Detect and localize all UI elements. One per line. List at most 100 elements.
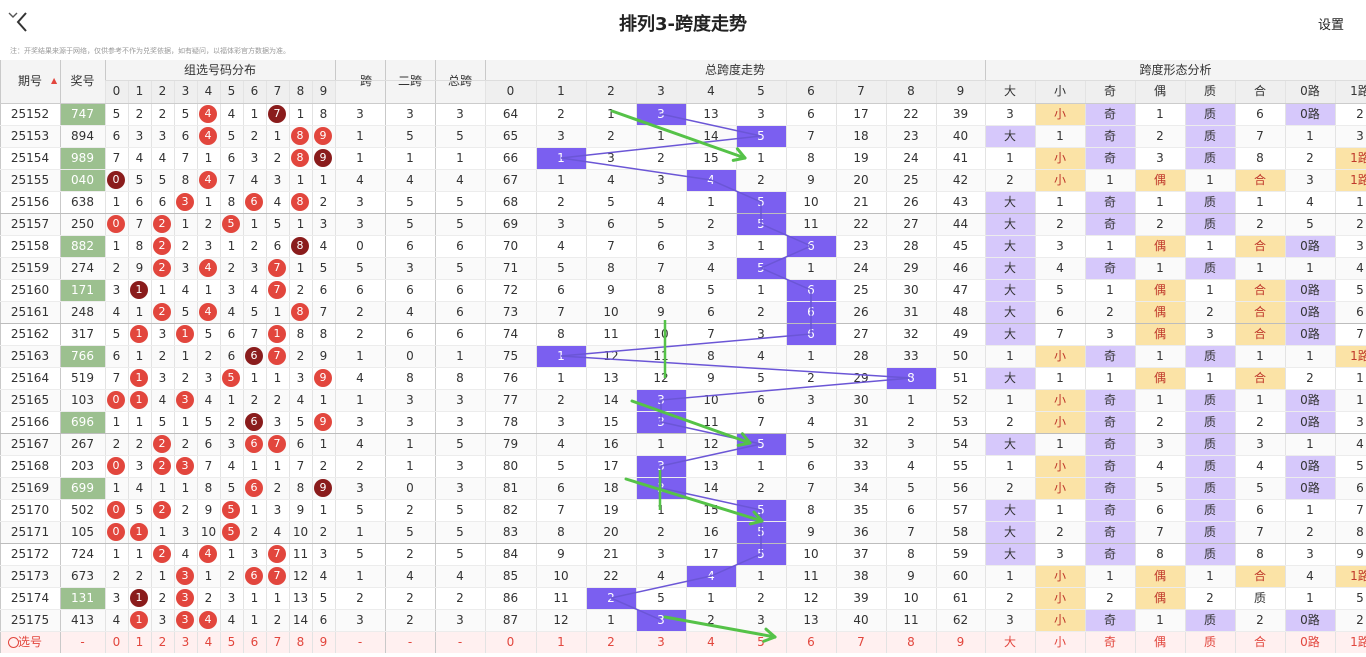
span2-cell: 0 — [406, 349, 414, 363]
shape-cell: 小 — [1035, 587, 1085, 609]
dist-digit-header: 9 — [319, 84, 328, 98]
pick-shape-cell[interactable]: 0路 — [1300, 635, 1320, 649]
issue-cell[interactable]: 25161 — [10, 305, 50, 319]
pick-shape-cell[interactable]: 质 — [1203, 635, 1216, 649]
issue-cell[interactable]: 25173 — [10, 569, 50, 583]
trend-cell: 13 — [703, 107, 719, 121]
shape-cell: 6 — [1156, 503, 1164, 517]
trend-cell: 44 — [952, 217, 969, 231]
total-span-cell: 5 — [456, 217, 464, 231]
trend-cell: 3 — [607, 151, 615, 165]
shape-analysis-header: 跨度形态分析 — [1139, 63, 1212, 77]
trend-cell: 40 — [952, 129, 969, 143]
pick-dist-digit[interactable]: 4 — [204, 635, 213, 649]
issue-cell[interactable]: 25166 — [10, 415, 50, 429]
issue-cell[interactable]: 25165 — [10, 393, 50, 407]
trend-cell: 55 — [952, 459, 969, 473]
pick-trend-digit[interactable]: 3 — [657, 635, 665, 649]
pick-shape-cell[interactable]: 1路 — [1350, 635, 1366, 649]
pick-trend-digit[interactable]: 2 — [607, 635, 615, 649]
pick-dist-digit[interactable]: 1 — [135, 635, 144, 649]
shape-cell: 5 — [1306, 217, 1314, 231]
shape-cell: 0路 — [1285, 455, 1335, 477]
pick-dist-digit[interactable]: 2 — [158, 635, 167, 649]
pick-shape-cell[interactable]: 偶 — [1153, 635, 1166, 649]
issue-cell[interactable]: 25174 — [10, 591, 50, 605]
pick-prize-cell: - — [80, 635, 85, 649]
issue-cell[interactable]: 25160 — [10, 283, 50, 297]
total-span-cell: 3 — [456, 481, 464, 495]
pick-trend-digit[interactable]: 7 — [857, 635, 865, 649]
dist-miss-cell: 1 — [112, 239, 121, 253]
span1-cell: 1 — [356, 151, 364, 165]
total-span-cell: 1 — [456, 349, 464, 363]
pick-trend-digit[interactable]: 9 — [956, 635, 965, 649]
pick-trend-digit[interactable]: 4 — [707, 635, 715, 649]
pick-dist-digit[interactable]: 7 — [273, 635, 282, 649]
pick-trend-digit[interactable]: 5 — [757, 635, 765, 649]
pick-shape-cell[interactable]: 小 — [1053, 635, 1066, 649]
issue-cell[interactable]: 25156 — [10, 195, 50, 209]
page-title-text: 排列3-跨度走势 — [619, 14, 747, 35]
back-arrow-icon[interactable] — [10, 8, 34, 36]
trend-cell: 3 — [557, 217, 565, 231]
pick-trend-digit[interactable]: 1 — [557, 635, 565, 649]
trend-cell: 1 — [757, 283, 765, 297]
shape-cell: 偶 — [1135, 323, 1185, 345]
trend-cell: 1 — [757, 459, 765, 473]
settings-button[interactable]: 设置 — [1317, 18, 1344, 33]
trend-cell: 1 — [907, 393, 915, 407]
pick-trend-digit[interactable]: 0 — [506, 635, 515, 649]
page-title[interactable]: 排列3-跨度走势 — [0, 10, 1366, 36]
pick-trend-digit[interactable]: 8 — [907, 635, 915, 649]
issue-cell[interactable]: 25164 — [10, 371, 50, 385]
trend-cell: 8 — [557, 525, 565, 539]
shape-cell: 2 — [1156, 129, 1164, 143]
pick-dist-digit[interactable]: 3 — [181, 635, 190, 649]
issue-cell[interactable]: 25162 — [10, 327, 50, 341]
dist-miss-cell: 4 — [227, 459, 236, 473]
shape-cell: 1 — [1156, 349, 1164, 363]
span1-cell: 4 — [356, 437, 364, 451]
pick-shape-cell[interactable]: 大 — [1003, 635, 1016, 649]
pick-shape-cell[interactable]: 奇 — [1103, 635, 1116, 649]
issue-cell[interactable]: 25175 — [10, 613, 50, 627]
dist-miss-cell: 6 — [296, 437, 305, 451]
pick-dist-digit[interactable]: 8 — [296, 635, 305, 649]
dist-miss-cell: 4 — [319, 569, 328, 583]
pick-shape-cell[interactable]: 合 — [1253, 635, 1266, 649]
shape-cell: 4 — [1306, 569, 1314, 583]
issue-cell[interactable]: 25172 — [10, 547, 50, 561]
issue-cell[interactable]: 25167 — [10, 437, 50, 451]
issue-cell[interactable]: 25171 — [10, 525, 50, 539]
issue-cell[interactable]: 25158 — [10, 239, 50, 253]
trend-digit-header: 8 — [907, 84, 915, 98]
issue-cell[interactable]: 25163 — [10, 349, 50, 363]
pick-dist-digit[interactable]: 9 — [319, 635, 328, 649]
trend-cell: 3 — [757, 327, 765, 341]
trend-cell: 87 — [502, 613, 519, 627]
trend-cell: 1 — [607, 107, 615, 121]
pick-trend-digit[interactable]: 6 — [807, 635, 815, 649]
issue-cell[interactable]: 25170 — [10, 503, 50, 517]
pick-dist-digit[interactable]: 5 — [227, 635, 236, 649]
issue-cell[interactable]: 25157 — [10, 217, 50, 231]
trend-cell: 14 — [603, 393, 619, 407]
trend-hit-cell: 6 — [786, 235, 836, 257]
issue-cell[interactable]: 25169 — [10, 481, 50, 495]
dist-miss-cell: 3 — [204, 371, 213, 385]
shape-cell: 1 — [1206, 569, 1214, 583]
issue-cell[interactable]: 25155 — [10, 173, 50, 187]
issue-cell[interactable]: 25154 — [10, 151, 50, 165]
pick-dist-digit[interactable]: 6 — [250, 635, 259, 649]
issue-header[interactable]: 期号 — [17, 74, 42, 88]
issue-cell[interactable]: 25168 — [10, 459, 50, 473]
issue-cell[interactable]: 25152 — [10, 107, 50, 121]
shape-cell: 0路 — [1285, 103, 1335, 125]
prize-cell: 040 — [60, 169, 105, 191]
trend-cell: 17 — [853, 107, 869, 121]
shape-col-header: 1路 — [1350, 84, 1366, 98]
issue-cell[interactable]: 25153 — [10, 129, 50, 143]
issue-cell[interactable]: 25159 — [10, 261, 50, 275]
pick-dist-digit[interactable]: 0 — [112, 635, 121, 649]
